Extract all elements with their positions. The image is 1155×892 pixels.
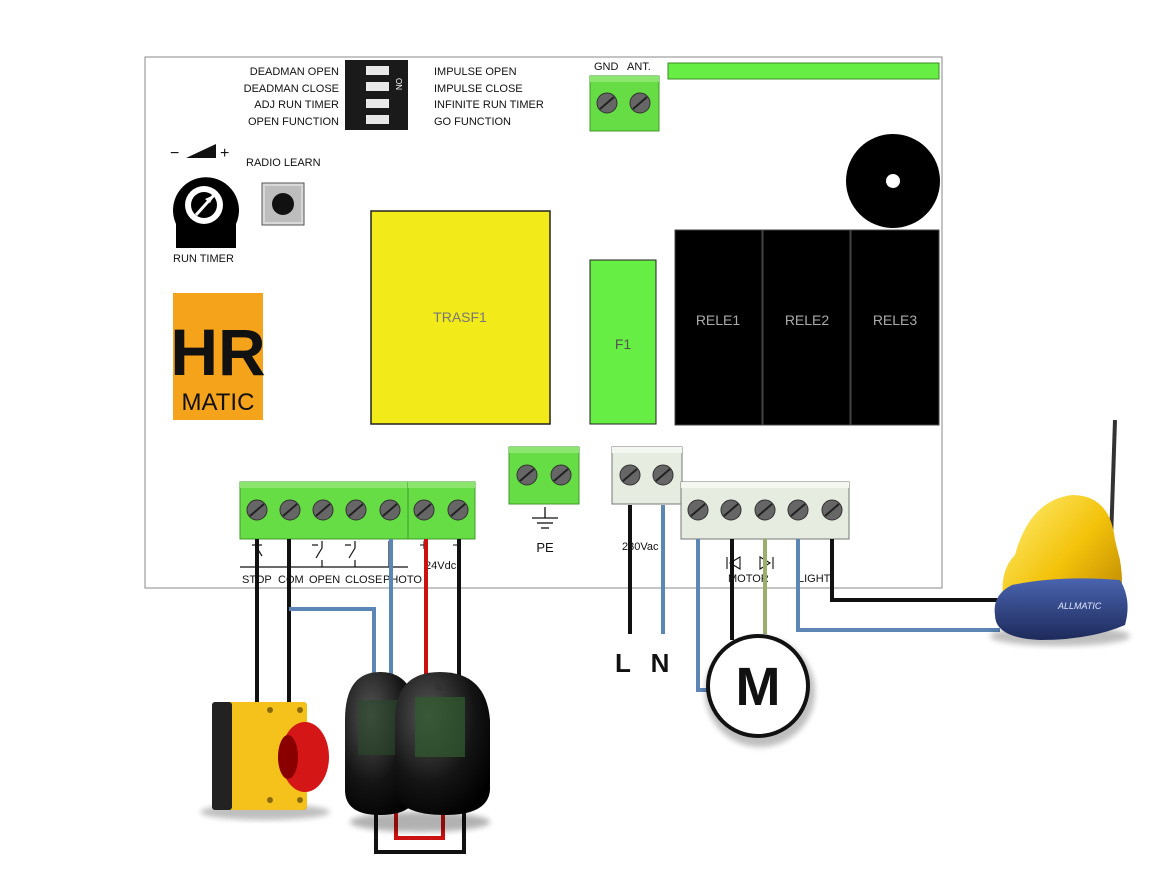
logo-line2: MATIC [182, 389, 255, 416]
fuse-label: F1 [615, 336, 632, 352]
radio-module [667, 62, 940, 80]
flashing-lamp: ALLMATIC [990, 419, 1130, 646]
hr-matic-logo: HR MATIC [170, 293, 266, 420]
dip-left-label-3: ADJ RUN TIMER [254, 99, 339, 111]
power-terminal: 230Vac [611, 446, 683, 553]
dip-toggle-3[interactable] [366, 99, 389, 108]
ground-icon [532, 507, 558, 529]
ramp-icon [186, 144, 216, 158]
io-label-open: OPEN [309, 574, 340, 586]
dip-toggle-1[interactable] [366, 66, 389, 75]
radio-learn-button[interactable]: RADIO LEARN [246, 157, 321, 226]
transformer-label: TRASF1 [433, 309, 487, 325]
gnd-label: GND [594, 61, 619, 73]
run-timer-trimmer[interactable]: − + RUN TIMER [170, 144, 240, 265]
mains-n-label: N [651, 648, 670, 678]
io-terminal-block [239, 481, 476, 540]
run-timer-label: RUN TIMER [173, 253, 234, 265]
fuse: F1 [589, 259, 657, 425]
photocell-receiver [395, 672, 490, 815]
photocell-pair [345, 672, 490, 832]
logo-line1: HR [170, 315, 265, 389]
pe-label: PE [536, 540, 554, 555]
emergency-stop-device [200, 702, 330, 820]
trimmer-minus: − [170, 145, 179, 162]
io-label-close: CLOSE [345, 574, 382, 586]
radio-learn-label: RADIO LEARN [246, 157, 321, 169]
relay-2-label: RELE2 [785, 312, 830, 328]
dip-switch-block: DEADMAN OPEN DEADMAN CLOSE ADJ RUN TIMER… [244, 60, 544, 130]
output-label-motor: MOTOR [728, 573, 769, 585]
output-screw-5[interactable] [821, 499, 843, 521]
power-label: 230Vac [622, 541, 659, 553]
dip-on-marker: ON [394, 78, 403, 90]
io-screw-2[interactable] [279, 499, 301, 521]
antenna-screw-ant[interactable] [629, 92, 651, 114]
antenna-terminal: GND ANT. [589, 61, 660, 132]
output-screw-2[interactable] [720, 499, 742, 521]
trimmer-plus: + [220, 145, 229, 162]
dip-right-label-3: INFINITE RUN TIMER [434, 99, 544, 111]
lamp-brand: ALLMATIC [1057, 601, 1102, 611]
io-label-24vdc: 24Vdc [425, 560, 457, 572]
pe-terminal: PE [508, 446, 580, 555]
output-label-light: LIGHT [798, 573, 831, 585]
antenna-screw-gnd[interactable] [596, 92, 618, 114]
output-screw-3[interactable] [754, 499, 776, 521]
motor-symbol: M [705, 634, 815, 747]
io-screw-4[interactable] [345, 499, 367, 521]
pe-screw-2[interactable] [550, 464, 572, 486]
io-screw-3[interactable] [312, 499, 334, 521]
dip-left-label-2: DEADMAN CLOSE [244, 83, 339, 95]
dip-right-label-4: GO FUNCTION [434, 116, 511, 128]
motor-letter: M [736, 657, 781, 717]
mains-l-label: L [615, 648, 631, 678]
io-screw-6[interactable] [413, 499, 435, 521]
output-terminal-block [680, 481, 850, 540]
buzzer [846, 134, 940, 228]
pe-screw-1[interactable] [516, 464, 538, 486]
output-screw-1[interactable] [687, 499, 709, 521]
output-screw-4[interactable] [787, 499, 809, 521]
io-screw-1[interactable] [246, 499, 268, 521]
dip-left-label-1: DEADMAN OPEN [250, 66, 339, 78]
io-label-photo: PHOTO [383, 574, 422, 586]
dip-left-label-4: OPEN FUNCTION [248, 116, 339, 128]
transformer: TRASF1 [370, 210, 551, 425]
power-screw-n[interactable] [652, 464, 674, 486]
dip-right-label-2: IMPULSE CLOSE [434, 83, 523, 95]
io-screw-5[interactable] [379, 499, 401, 521]
dip-toggle-2[interactable] [366, 82, 389, 91]
dip-toggle-4[interactable] [366, 115, 389, 124]
relay-3-label: RELE3 [873, 312, 918, 328]
dip-right-label-1: IMPULSE OPEN [434, 66, 517, 78]
power-screw-l[interactable] [619, 464, 641, 486]
relay-bank: RELE1 RELE2 RELE3 [674, 229, 940, 426]
relay-1-label: RELE1 [696, 312, 741, 328]
ant-label: ANT. [627, 61, 651, 73]
io-screw-7[interactable] [447, 499, 469, 521]
